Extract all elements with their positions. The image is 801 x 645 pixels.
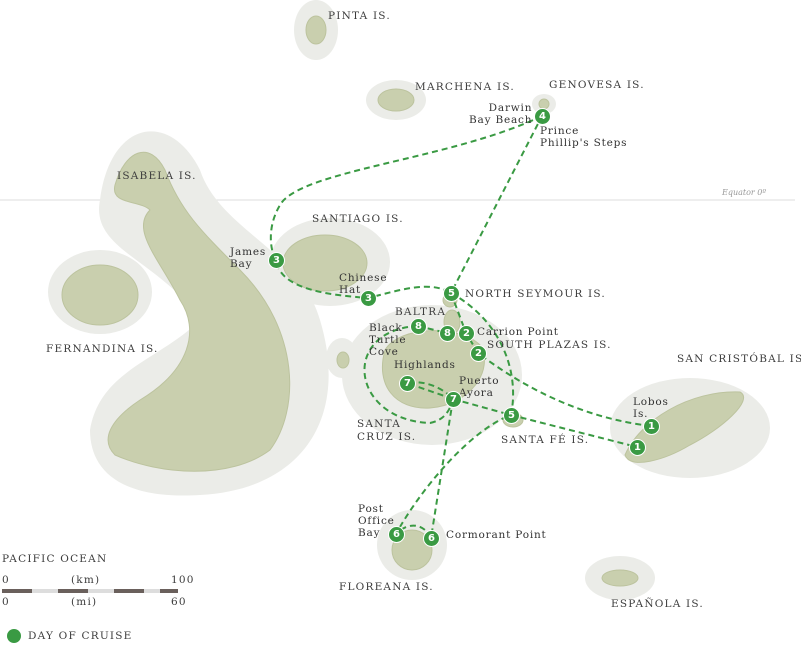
scale-km-unit: (km): [71, 574, 101, 586]
site-black-turtle: Black Turtle Cove: [369, 322, 407, 358]
label-baltra: BALTRA: [395, 306, 447, 318]
label-santa-cruz: SANTA CRUZ IS.: [357, 418, 417, 443]
label-marchena: MARCHENA IS.: [415, 81, 515, 93]
label-isabela: ISABELA IS.: [117, 170, 197, 182]
label-espanola: ESPAÑOLA IS.: [611, 598, 704, 610]
day-marker[interactable]: 5: [503, 407, 520, 424]
day-marker[interactable]: 8: [410, 318, 427, 335]
site-puerto-ayora: Puerto Ayora: [459, 375, 500, 399]
legend-label: DAY OF CRUISE: [28, 630, 133, 642]
scale-km-end: 100: [171, 574, 195, 586]
site-cormorant: Cormorant Point: [446, 529, 547, 541]
day-marker[interactable]: 7: [445, 391, 462, 408]
day-marker[interactable]: 6: [388, 526, 405, 543]
island-rabida: [336, 351, 350, 369]
label-genovesa: GENOVESA IS.: [549, 79, 645, 91]
site-james-bay: James Bay: [230, 246, 267, 270]
day-marker[interactable]: 3: [268, 252, 285, 269]
site-prince-phillip: Prince Phillip's Steps: [540, 125, 628, 149]
label-santiago: SANTIAGO IS.: [312, 213, 404, 225]
day-marker[interactable]: 2: [458, 325, 475, 342]
scale-mi-start: 0: [2, 596, 10, 608]
island-fernandina: [61, 264, 139, 326]
site-darwin-bay: Darwin Bay Beach: [469, 102, 533, 126]
equator-label: Equator 0º: [722, 188, 767, 197]
day-marker[interactable]: 4: [534, 108, 551, 125]
day-marker[interactable]: 7: [399, 375, 416, 392]
label-fernandina: FERNANDINA IS.: [46, 343, 159, 355]
scale-mi-end: 60: [171, 596, 187, 608]
scale-mi-unit: (mi): [71, 596, 98, 608]
label-north-seymour: NORTH SEYMOUR IS.: [465, 288, 606, 300]
island-espanola: [601, 569, 639, 587]
ocean-label: PACIFIC OCEAN: [2, 553, 108, 565]
islands: [61, 15, 744, 587]
scale-bar: [2, 589, 178, 593]
label-santa-fe: SANTA FÉ IS.: [501, 434, 590, 446]
day-marker[interactable]: 1: [643, 418, 660, 435]
label-pinta: PINTA IS.: [328, 10, 391, 22]
site-chinese-hat: Chinese Hat: [339, 272, 388, 296]
scale-km-start: 0: [2, 574, 10, 586]
day-marker[interactable]: 1: [629, 439, 646, 456]
day-marker[interactable]: 5: [443, 285, 460, 302]
island-pinta: [305, 15, 327, 45]
day-marker[interactable]: 8: [439, 325, 456, 342]
label-south-plazas: SOUTH PLAZAS IS.: [487, 339, 612, 351]
island-isabela: [107, 151, 291, 472]
site-post-office: Post Office Bay: [358, 503, 395, 539]
legend-dot-icon: [7, 629, 21, 643]
day-marker[interactable]: 6: [423, 530, 440, 547]
site-carrion-point: Carrion Point: [477, 326, 559, 338]
site-highlands: Highlands: [394, 359, 456, 371]
label-san-cristobal: SAN CRISTÓBAL IS.: [677, 353, 801, 365]
day-marker[interactable]: 3: [360, 290, 377, 307]
label-floreana: FLOREANA IS.: [339, 581, 434, 593]
day-marker[interactable]: 2: [470, 345, 487, 362]
island-san-cristobal: [624, 391, 744, 463]
shallow-halos: [48, 0, 770, 600]
site-lobos: Lobos Is.: [633, 396, 669, 420]
island-marchena: [377, 88, 415, 112]
